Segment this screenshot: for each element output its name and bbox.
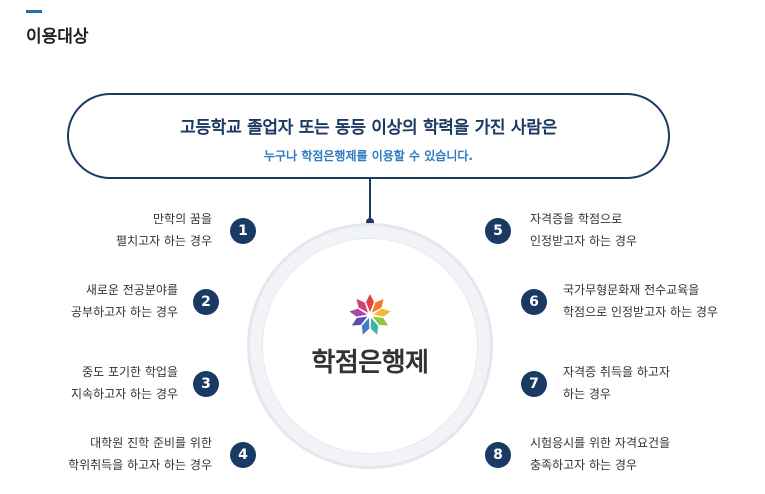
number-badge-8: 8 [485,442,511,468]
list-item-4-text: 대학원 진학 준비를 위한 학위취득을 하고자 하는 경우 [20,432,212,476]
list-item-5-text: 자격증을 학점으로 인정받고자 하는 경우 [530,208,730,252]
list-item-6-text: 국가무형문화재 전수교육을 학점으로 인정받고자 하는 경우 [563,279,761,323]
number-badge-4: 4 [230,442,256,468]
number-badge-5: 5 [485,218,511,244]
number-badge-6: 6 [521,289,547,315]
item-7-line2: 하는 경우 [563,387,611,401]
item-1-line1: 만학의 꿈을 [152,212,212,226]
item-8-line2: 충족하고자 하는 경우 [530,458,637,472]
connector-dot [366,218,374,226]
number-badge-2: 2 [193,289,219,315]
flower-logo-icon [349,294,391,335]
list-item-2-text: 새로운 전공분야를 공부하고자 하는 경우 [20,279,178,323]
number-badge-1: 1 [230,218,256,244]
list-item-7-text: 자격증 취득을 하고자 하는 경우 [563,361,753,405]
item-6-line1: 국가무형문화재 전수교육을 [563,283,700,297]
item-8-line1: 시험응시를 위한 자격요건을 [530,436,671,450]
center-ring-inner [262,238,478,454]
item-2-line2: 공부하고자 하는 경우 [71,305,178,319]
brand-name: 학점은행제 [311,348,429,378]
section-title: 이용대상 [26,27,89,47]
item-1-line2: 펼치고자 하는 경우 [116,234,212,248]
item-5-line1: 자격증을 학점으로 [530,212,623,226]
list-item-8-text: 시험응시를 위한 자격요건을 충족하고자 하는 경우 [530,432,745,476]
number-badge-3: 3 [193,371,219,397]
item-3-line1: 중도 포기한 학업을 [82,365,178,379]
connector-line [369,179,371,221]
list-item-1-text: 만학의 꿈을 펼치고자 하는 경우 [20,208,212,252]
number-badge-7: 7 [521,371,547,397]
target-statement-box: 고등학교 졸업자 또는 동등 이상의 학력을 가진 사람은 누구나 학점은행제를… [67,93,670,179]
title-accent-bar [26,10,42,13]
item-7-line1: 자격증 취득을 하고자 [563,365,670,379]
target-main-text: 고등학교 졸업자 또는 동등 이상의 학력을 가진 사람은 [180,118,557,138]
item-3-line2: 지속하고자 하는 경우 [71,387,178,401]
list-item-3-text: 중도 포기한 학업을 지속하고자 하는 경우 [20,361,178,405]
item-4-line1: 대학원 진학 준비를 위한 [90,436,212,450]
item-2-line1: 새로운 전공분야를 [85,283,178,297]
item-4-line2: 학위취득을 하고자 하는 경우 [68,458,212,472]
target-sub-text: 누구나 학점은행제를 이용할 수 있습니다. [264,149,473,163]
item-5-line2: 인정받고자 하는 경우 [530,234,637,248]
item-6-line2: 학점으로 인정받고자 하는 경우 [563,305,718,319]
